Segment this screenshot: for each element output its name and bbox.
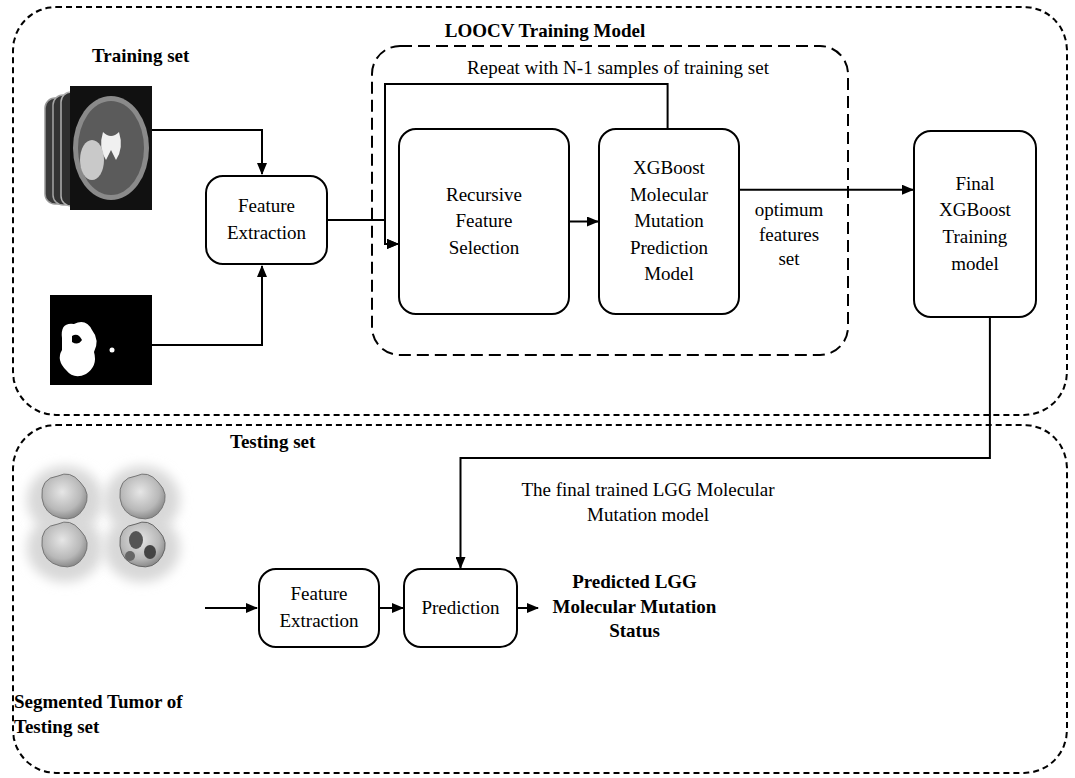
tumor-renders: [27, 466, 180, 582]
loop-region: [372, 46, 848, 355]
edge-label: Repeat with N-1 samples of training set: [464, 56, 772, 81]
box-label: XGBoost Molecular Mutation Prediction Mo…: [614, 155, 724, 288]
mri-tumor: [80, 140, 104, 180]
connector-arrow: [461, 318, 990, 568]
mask-ground: [50, 295, 152, 385]
box-label: Prediction: [421, 595, 499, 622]
input-arrow: [152, 266, 262, 345]
box-label: Feature Extraction: [264, 581, 374, 634]
tumor-shadow: [27, 514, 103, 582]
tumor-spot: [125, 551, 135, 561]
tumor-shadow: [104, 514, 180, 582]
tumor-mask: [50, 295, 152, 385]
box-label: Feature Extraction: [212, 193, 322, 246]
box-label: Final XGBoost Training model: [929, 171, 1021, 277]
tumor-spot: [144, 545, 156, 559]
mri-skull: [73, 96, 149, 200]
edge-label: optimum features set: [748, 198, 830, 272]
mask-hole: [72, 335, 82, 344]
input-arrow: [152, 130, 262, 174]
text-label: Predicted LGG Molecular Mutation Status: [542, 570, 727, 644]
mri-slice: [70, 86, 152, 210]
connector-arrow: [570, 221, 598, 223]
box-label: Recursive Feature Selection: [429, 182, 539, 262]
tumor-spot: [129, 531, 143, 549]
mri-ventricles: [101, 132, 121, 160]
process-box: Prediction: [403, 568, 518, 648]
mask-dot: [110, 348, 115, 353]
tumor-render: [120, 522, 165, 567]
text-label: Segmented Tumor of Testing set: [14, 690, 204, 739]
output-arrow: [518, 607, 538, 609]
region-heading: LOOCV Training Model: [445, 20, 646, 43]
testing-region: Testing setFeature Extraction Prediction: [12, 424, 1068, 774]
text-label: Training set: [92, 44, 189, 69]
tumor-render: [42, 522, 87, 567]
mri-brain: [78, 101, 144, 195]
input-arrow: [205, 607, 257, 609]
region-heading: Testing set: [230, 431, 315, 454]
edge-label: The final trained LGG Molecular Mutation…: [498, 478, 798, 527]
process-box: XGBoost Molecular Mutation Prediction Mo…: [598, 128, 740, 315]
process-box: Feature Extraction: [258, 568, 380, 648]
tumor-render: [120, 474, 165, 519]
mask-blob: [60, 322, 97, 376]
connector-layer: [328, 84, 990, 608]
process-box: Final XGBoost Training model: [913, 130, 1037, 318]
connector-arrow: [328, 220, 398, 244]
process-box: Feature Extraction: [205, 175, 328, 265]
mri-slices: [45, 86, 152, 210]
process-box: Recursive Feature Selection: [398, 128, 570, 315]
connector-arrow: [380, 607, 403, 609]
tumor-render: [42, 474, 87, 519]
connector-arrow: [740, 189, 913, 191]
